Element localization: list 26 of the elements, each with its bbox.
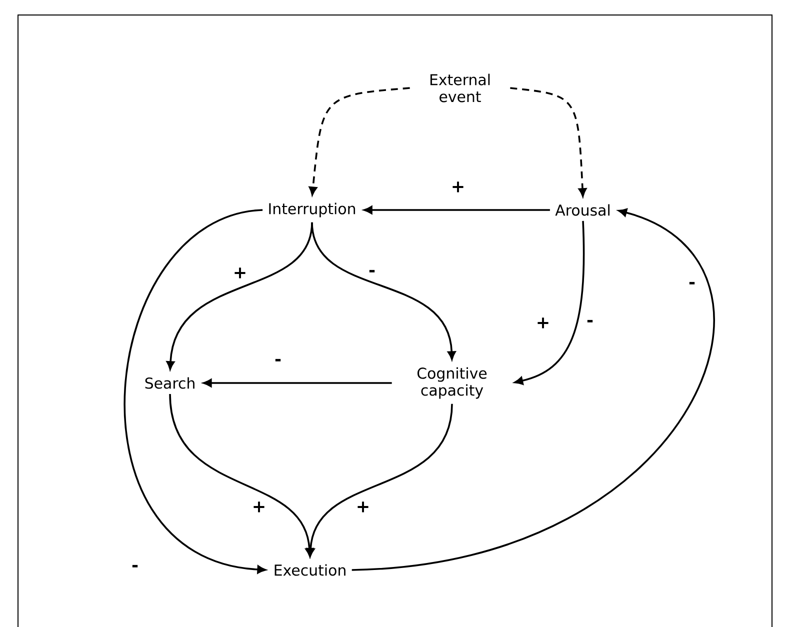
- arrow: [306, 404, 453, 557]
- sign-label: -: [275, 358, 281, 362]
- node-label: External event: [430, 74, 490, 102]
- sign-label: -: [132, 564, 138, 568]
- sign-label: -: [587, 320, 593, 322]
- sign-label: -: [689, 282, 695, 284]
- sign-label: +: [234, 268, 246, 278]
- sign-label: +: [538, 318, 548, 328]
- sign-label: +: [254, 502, 264, 512]
- sign-label: +: [452, 182, 464, 192]
- arrow: [364, 206, 550, 214]
- arrow: [169, 394, 314, 557]
- arrow: [308, 87, 410, 196]
- arrow: [203, 378, 392, 388]
- sign-label: +: [358, 502, 368, 512]
- arrow: [352, 208, 715, 571]
- node-label: Interruption: [269, 202, 356, 218]
- arrow: [124, 209, 266, 574]
- arrow: [311, 222, 456, 360]
- node-label: Execution: [274, 564, 346, 576]
- arrow: [514, 220, 585, 385]
- node-label: Arousal: [555, 204, 610, 216]
- sign-label: -: [369, 270, 375, 272]
- node-label: Cognitive capacity: [417, 367, 487, 399]
- node-label: Search: [145, 377, 194, 389]
- arrow: [510, 87, 587, 197]
